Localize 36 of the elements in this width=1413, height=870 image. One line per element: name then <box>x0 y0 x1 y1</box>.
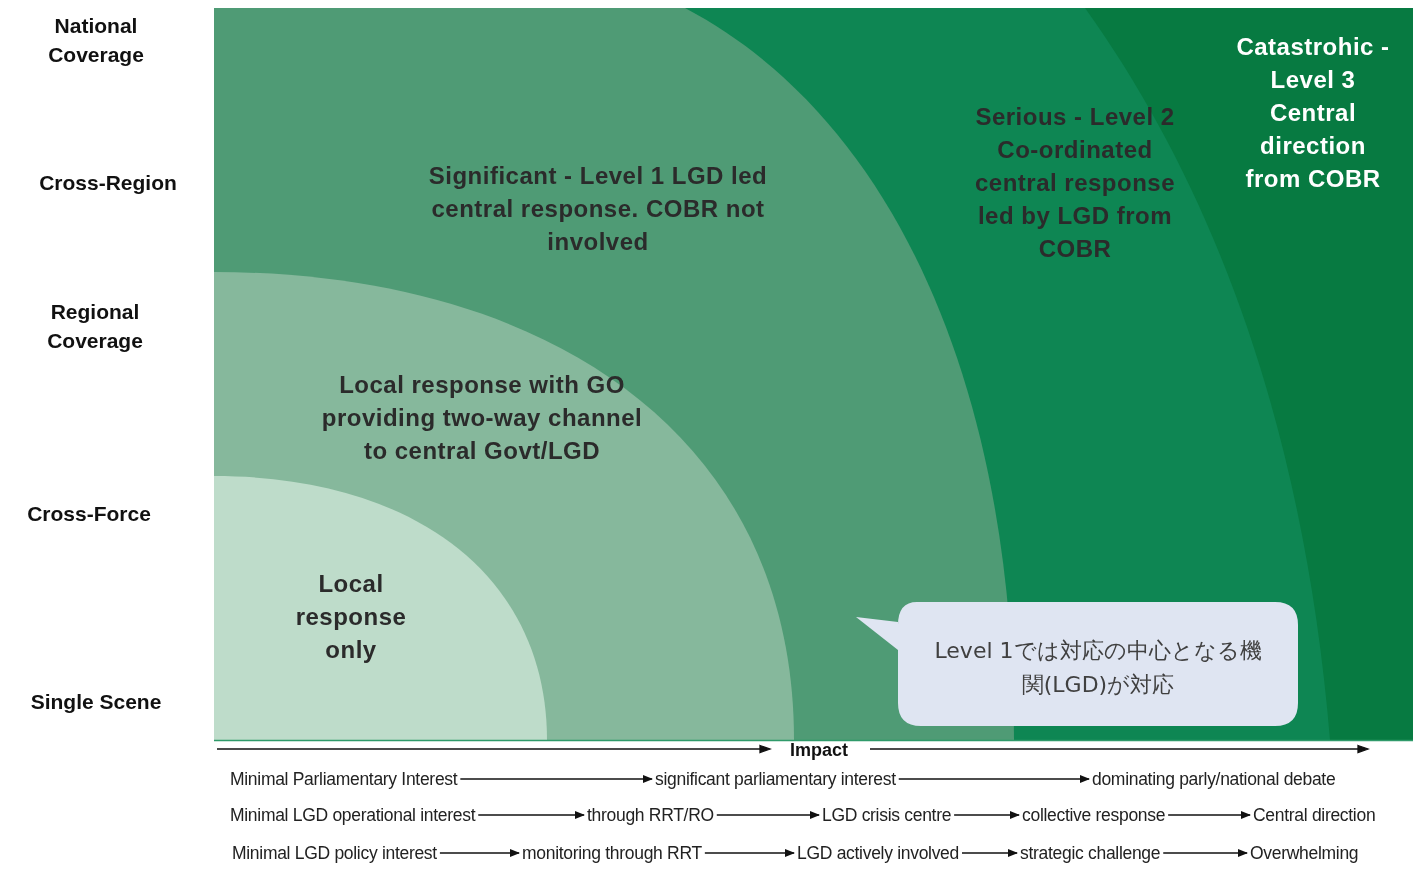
arrow <box>477 811 585 819</box>
axis-title: Impact <box>790 740 848 760</box>
impact-stage: dominating parly/national debate <box>1092 769 1336 789</box>
zone-label: Local response only <box>294 569 408 665</box>
zone-label: Serious - Level 2 Co-ordinated central response led by LGD from COBR <box>973 102 1177 264</box>
axis-label: Cross-Region <box>38 169 178 196</box>
impact-stage: collective response <box>1022 805 1166 825</box>
zone-label: Significant - Level 1 LGD led central response. COBR not involved <box>427 161 769 257</box>
zone-label: Catastrohic - Level 3 Central direction from COBR <box>1235 32 1391 194</box>
impact-stage: Minimal LGD policy interest <box>232 843 437 863</box>
response-zone <box>214 8 1413 740</box>
axis-label: Regional Coverage <box>46 299 144 354</box>
arrow <box>716 811 820 819</box>
arrow <box>439 849 520 857</box>
arrow <box>1162 849 1248 857</box>
arrow <box>898 775 1090 783</box>
impact-stage: Overwhelming <box>1250 843 1359 863</box>
axis-label: National Coverage <box>47 13 145 68</box>
arrow <box>704 849 795 857</box>
impact-stage: Minimal Parliamentary Interest <box>230 769 458 789</box>
arrow <box>1167 811 1251 819</box>
arrow <box>961 849 1018 857</box>
impact-stage: Minimal LGD operational interest <box>230 805 476 825</box>
impact-stage: strategic challenge <box>1020 843 1161 863</box>
impact-stage: through RRT/RO <box>587 805 714 825</box>
arrow <box>953 811 1020 819</box>
zone-label: Local response with GO providing two-way channel to central Govt/LGD <box>320 370 644 466</box>
axis-label: Single Scene <box>29 688 163 715</box>
impact-stage: LGD actively involved <box>797 843 959 863</box>
arrow <box>459 775 653 783</box>
impact-stage: LGD crisis centre <box>822 805 952 825</box>
impact-stage: significant parliamentary interest <box>655 769 896 789</box>
impact-stage: monitoring through RRT <box>522 843 702 863</box>
axis-label: Cross-Force <box>26 500 152 527</box>
callout-text: Level 1では対応の中心となる機関(LGD)が対応 <box>933 637 1263 699</box>
impact-stage: Central direction <box>1253 805 1376 825</box>
